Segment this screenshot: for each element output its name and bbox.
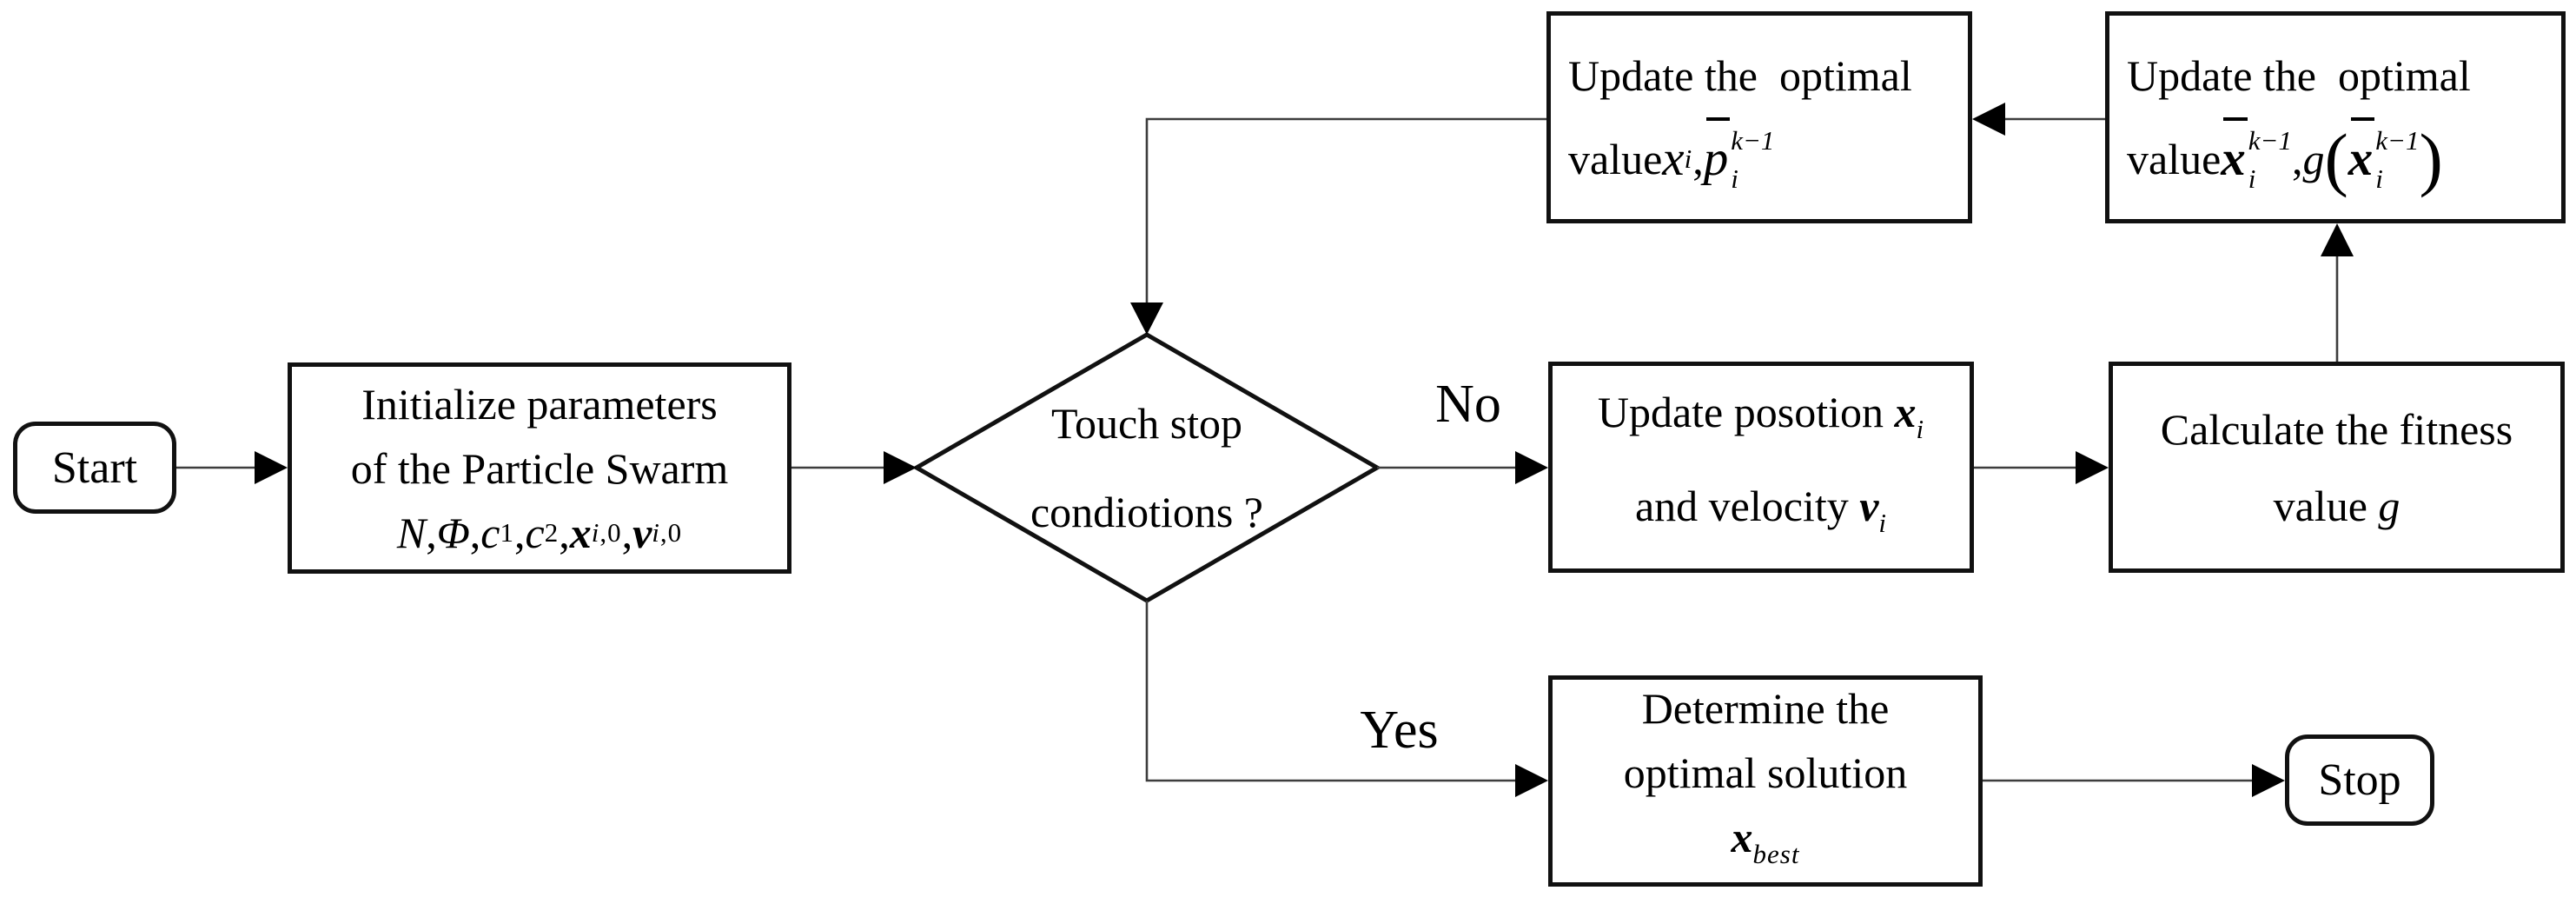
param-c1: c <box>480 508 500 557</box>
update-opt-x-value-word: value <box>2127 135 2222 183</box>
edge-opt-p-decision <box>1145 117 1546 305</box>
start-node: Start <box>13 422 176 514</box>
update-opt-x-xbar1: x <box>2221 117 2248 201</box>
initialize-parameters-node: Initialize parameters of the Particle Sw… <box>288 362 791 574</box>
update-opt-x-scripts2: k−1 i <box>2375 127 2419 192</box>
decision-line1: Touch stop <box>1050 399 1243 448</box>
update-position-text1: Update posotion <box>1597 387 1895 436</box>
param-N: N <box>396 508 427 557</box>
update-opt-p-x: x <box>1662 131 1685 186</box>
arrowhead-opt-p-decision <box>1130 302 1163 335</box>
update-position-text2: and velocity <box>1634 481 1860 530</box>
update-opt-x-g: g <box>2302 135 2325 183</box>
yes-branch-label: Yes <box>1360 700 1439 760</box>
update-position-line2: and velocity vi <box>1635 468 1887 562</box>
arrowhead-no-update-position <box>1515 451 1548 484</box>
update-position-v: v <box>1859 481 1879 530</box>
arrowhead-yes-determine <box>1515 764 1548 797</box>
update-opt-p-superscript: k−1 <box>1731 124 1775 156</box>
update-opt-x-superscript1: k−1 <box>2248 124 2292 156</box>
edge-yes-determine <box>1145 601 1519 782</box>
calc-fitness-g: g <box>2378 481 2401 530</box>
param-c2: c <box>525 508 545 557</box>
update-opt-x-scripts1: k−1 i <box>2248 127 2292 192</box>
update-opt-x-lparen: ( <box>2324 119 2348 198</box>
update-opt-x-xbar2: x <box>2348 117 2374 201</box>
update-opt-x-subscript2: i <box>2375 163 2383 194</box>
init-line1: Initialize parameters <box>361 379 718 429</box>
param-separator: , <box>426 508 437 557</box>
determine-x: x <box>1731 812 1753 861</box>
update-opt-x-comma: , <box>2291 135 2303 183</box>
param-v0: v <box>632 508 652 557</box>
param-x0-sub-0: ,0 <box>599 516 622 548</box>
calculate-fitness-node: Calculate the fitness value g <box>2109 362 2565 573</box>
no-branch-label: No <box>1435 374 1501 434</box>
update-opt-x-line1: Update the optimal <box>2127 51 2471 100</box>
update-opt-p-value-word: value <box>1568 135 1663 183</box>
param-phi: Φ <box>436 508 470 557</box>
param-v0-sub-0: ,0 <box>659 516 683 548</box>
update-position-v-subscript: i <box>1878 507 1888 538</box>
start-label: Start <box>51 442 138 493</box>
stop-node: Stop <box>2285 734 2434 826</box>
determine-formula: xbest <box>1732 805 1800 887</box>
param-x0-sub-i: i <box>591 516 600 548</box>
calc-fitness-line1: Calculate the fitness <box>2160 404 2513 454</box>
arrowhead-position-fitness <box>2076 451 2109 484</box>
update-opt-p-x-subscript: i <box>1684 143 1693 174</box>
param-separator: , <box>621 508 633 557</box>
param-separator: , <box>469 508 481 557</box>
update-opt-p-scripts: k−1 i <box>1731 127 1774 192</box>
determine-solution-node: Determine the optimal solution xbest <box>1548 675 1983 887</box>
param-separator: , <box>559 508 570 557</box>
update-opt-p-comma: , <box>1692 135 1704 183</box>
arrowhead-init-decision <box>884 451 917 484</box>
arrowhead-fitness-update-opt-x <box>2321 223 2354 256</box>
param-v0-subscript: i,0 <box>652 501 682 565</box>
param-separator: , <box>513 508 526 557</box>
update-opt-x-rparen: ) <box>2419 119 2443 198</box>
update-opt-p-subscript: i <box>1731 163 1738 194</box>
arrowhead-opt-x-opt-p <box>1972 103 2005 136</box>
update-opt-p-line1: Update the optimal <box>1568 51 1912 100</box>
decision-line2: condiotions ? <box>1030 488 1264 536</box>
init-line2: of the Particle Swarm <box>350 443 729 493</box>
param-c2-subscript: 2 <box>544 516 560 548</box>
calc-fitness-line2: value g <box>2274 468 2401 544</box>
update-opt-x-subscript1: i <box>2248 163 2256 194</box>
arrowhead-determine-stop <box>2252 764 2285 797</box>
param-x0: x <box>569 508 592 557</box>
param-c1-subscript: 1 <box>500 516 514 548</box>
param-v0-sub-i: i <box>652 516 660 548</box>
determine-line1: Determine the <box>1641 683 1890 733</box>
update-position-node: Update posotion xi and velocity vi <box>1548 362 1974 573</box>
determine-line2: optimal solution <box>1623 748 1908 797</box>
stop-label: Stop <box>2318 755 2401 805</box>
update-position-x-subscript: i <box>1916 413 1925 444</box>
determine-x-subscript: best <box>1752 838 1800 869</box>
update-opt-p-pbar: p <box>1704 117 1730 201</box>
arrowhead-start-init <box>255 451 288 484</box>
update-position-line1: Update posotion xi <box>1598 374 1924 468</box>
param-x0-subscript: i,0 <box>592 501 622 565</box>
update-opt-x-superscript2: k−1 <box>2375 124 2420 156</box>
decision-node-text: Touch stop condiotions ? <box>930 376 1364 560</box>
calc-fitness-text2: value <box>2273 481 2379 530</box>
update-position-x: x <box>1894 387 1917 436</box>
